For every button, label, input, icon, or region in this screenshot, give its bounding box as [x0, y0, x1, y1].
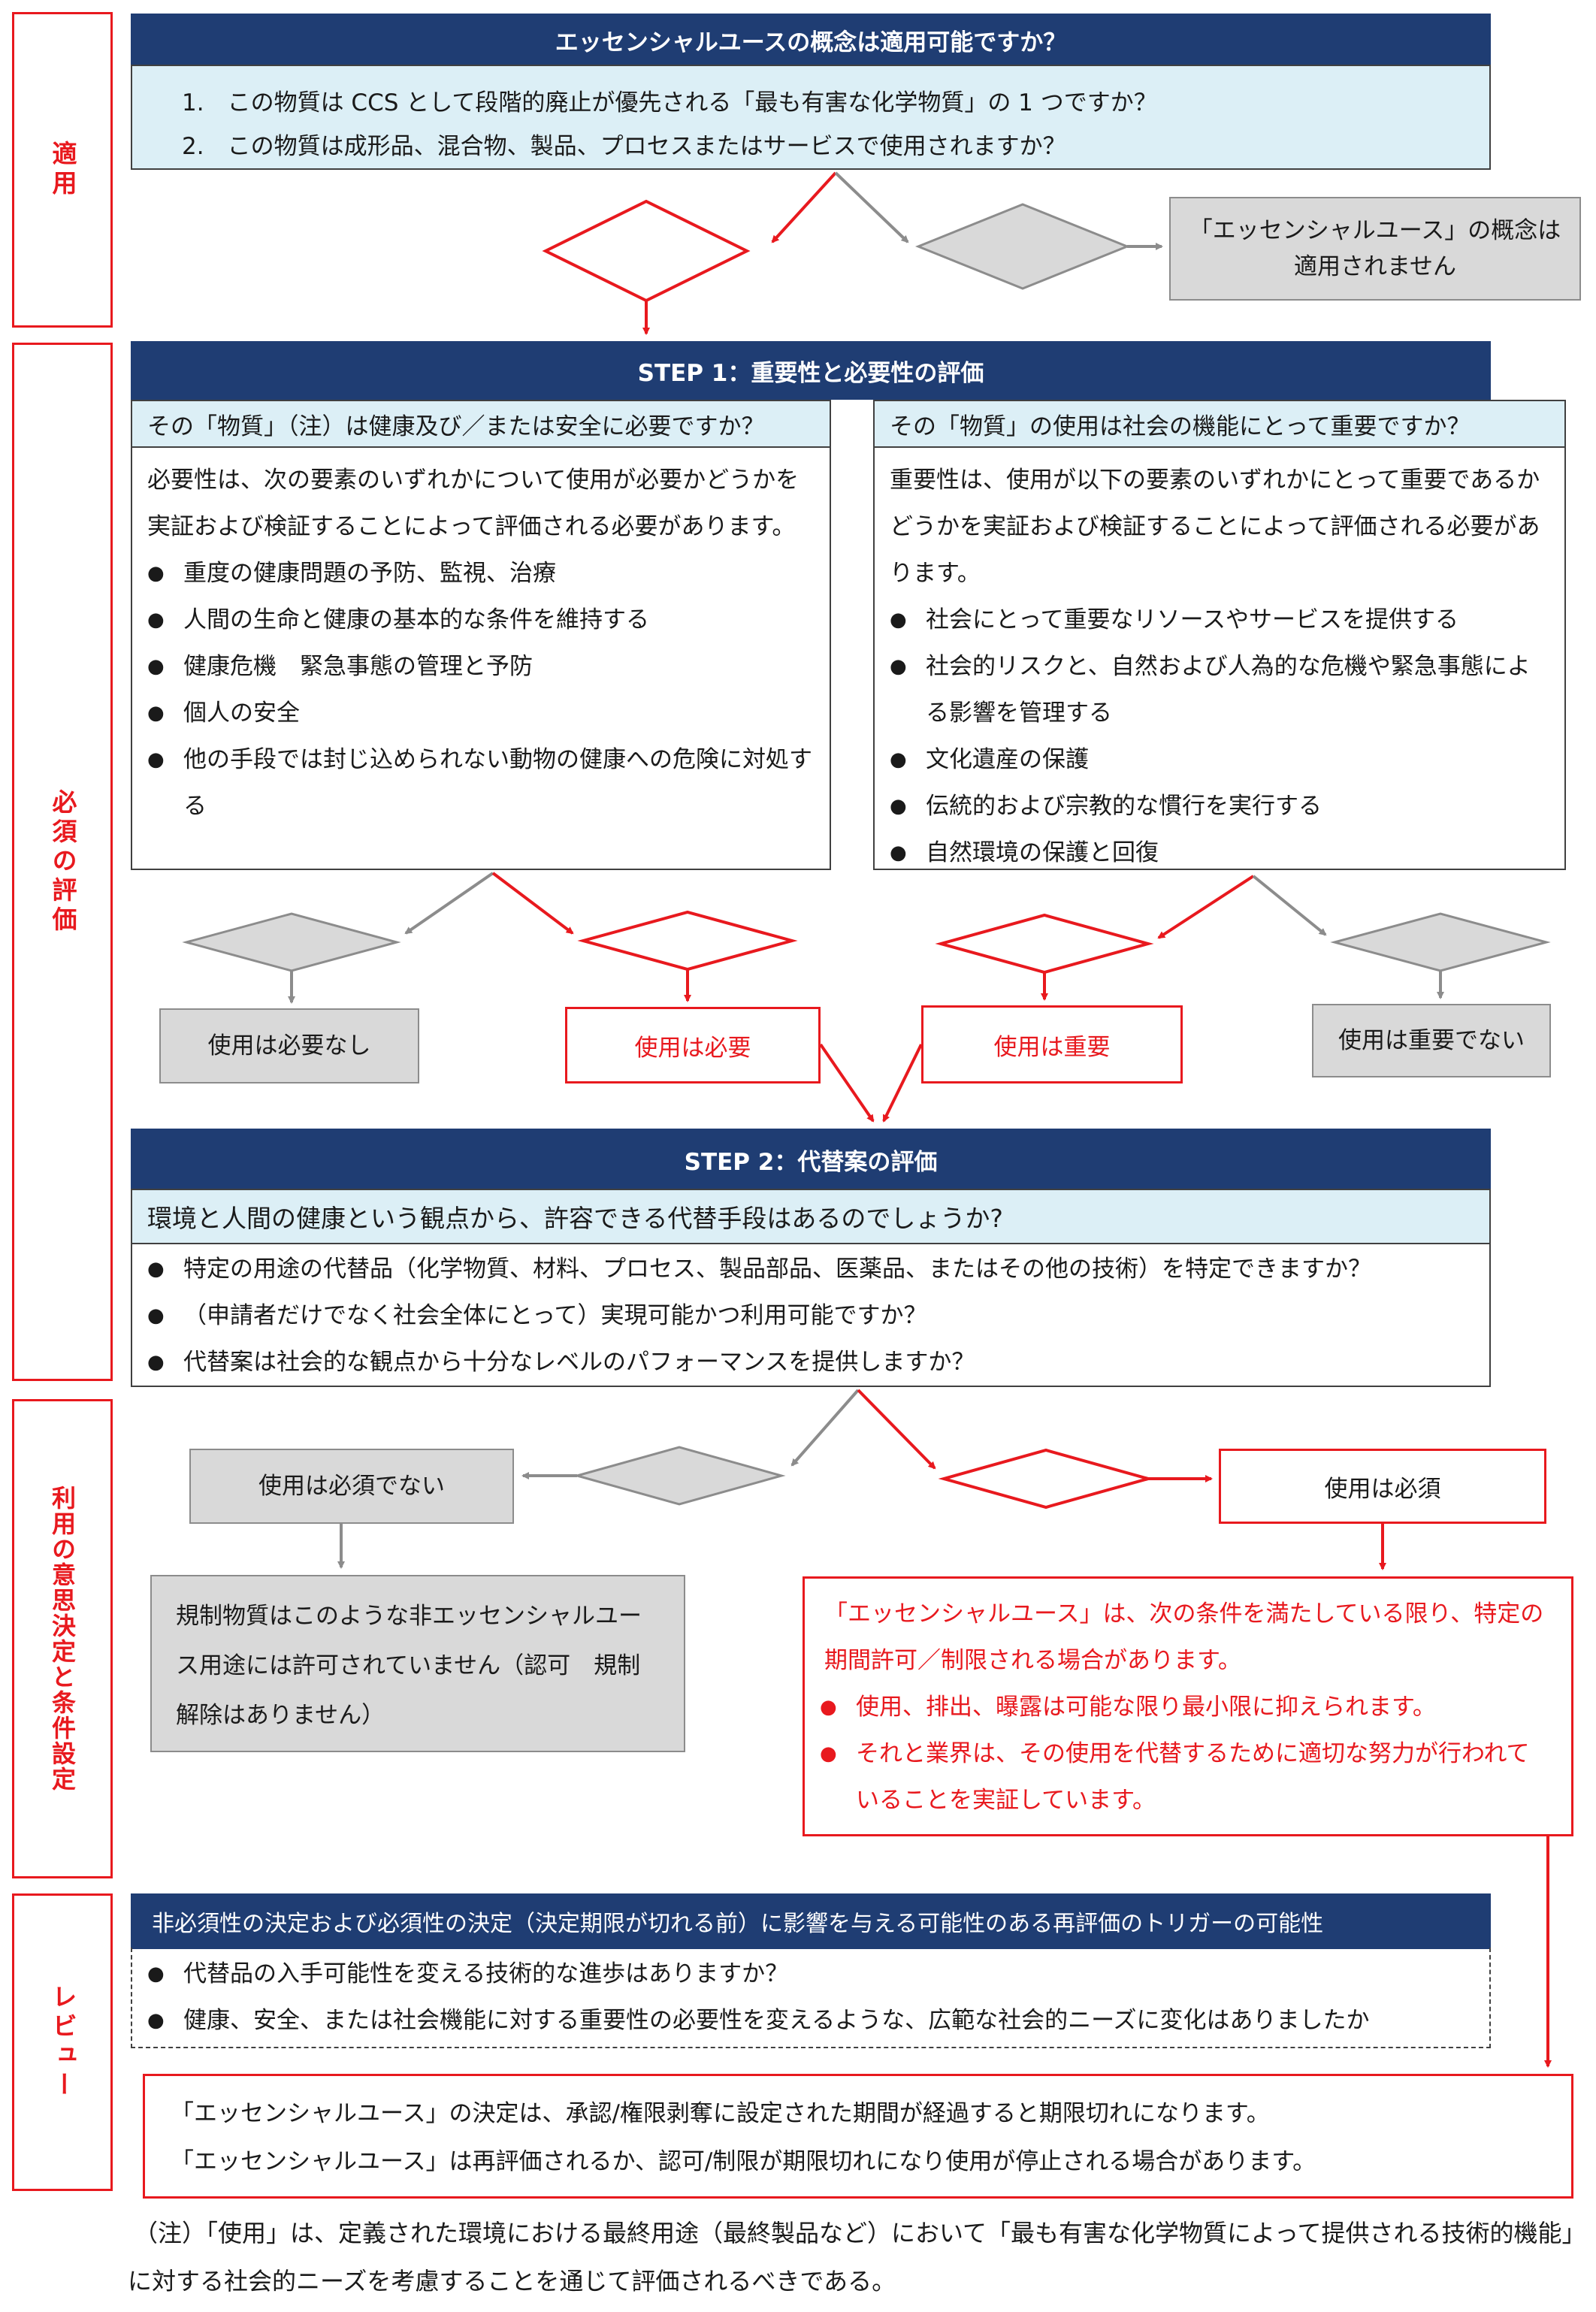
not-permitted-text: 規制物質はこのような非エッセンシャルユース用途には許可されていません（認可 規制… [176, 1603, 642, 1729]
result-not-important-text: 使用は重要でない [1338, 1026, 1525, 1054]
apply-no-label: No [1005, 233, 1041, 263]
review-body: 代替品の入手可能性を変える技術的な進歩はありますか？健康、安全、または社会機能に… [131, 1948, 1491, 2048]
step1-left-bullet-2: 人間の生命と健康の基本的な条件を維持する [132, 597, 815, 643]
step1-left-no-label: No [274, 927, 310, 957]
step2-yes-label: Yes [658, 1461, 700, 1491]
step1-right-bullet-4: 伝統的および宗教的な慣行を実行する [875, 783, 1549, 830]
apply-question-1: 1. この物質は CCS として段階的廃止が優先される「最も有害な化学物質」の … [182, 89, 1157, 116]
step1-right-bullet-3: 文化遺産の保護 [875, 736, 1549, 783]
step1-right-question-band: その「物質」の使用は社会の機能にとって重要ですか？ [873, 400, 1566, 448]
review-header: 非必須性の決定および必須性の決定（決定期限が切れる前）に影響を与える可能性のある… [131, 1893, 1491, 1949]
step1-left-body: 必要性は、次の要素のいずれかについて使用が必要かどうかを実証および検証することに… [131, 446, 831, 870]
step1-left-question: その「物質」（注）は健康及び／または安全に必要ですか？ [147, 413, 765, 440]
use-not-essential-box: 使用は必須でない [189, 1449, 514, 1524]
arrow-right-to-yes [1157, 875, 1255, 939]
section-label-essential-assessment: 必須の評価 [12, 343, 113, 1381]
step2-bullets: 特定の用途の代替品（化学物質、材料、プロセス、製品部品、医薬品、またはその他の技… [132, 1246, 1489, 1386]
result-not-necessary-text: 使用は必要なし [207, 1032, 371, 1059]
not-permitted-box: 規制物質はこのような非エッセンシャルユース用途には許可されていません（認可 規制… [150, 1575, 685, 1752]
arrow-step2-to-no [857, 1389, 936, 1470]
section-label-review: レビュー [12, 1893, 113, 2191]
step1-right-yes-label: Yes [1023, 929, 1066, 959]
arrow-apply-to-no [834, 171, 909, 243]
step1-left-intro: 必要性は、次の要素のいずれかについて使用が必要かどうかを実証および検証することに… [147, 467, 800, 540]
step2-question-band: 環境と人間の健康という観点から、許容できる代替手段はあるのでしょうか? [131, 1189, 1491, 1244]
step1-right-intro: 重要性は、使用が以下の要素のいずれかにとって重要であるかどうかを実証および検証す… [890, 467, 1540, 587]
result-important: 使用は重要 [921, 1005, 1183, 1083]
apply-questions: 1. この物質は CCS として段階的廃止が優先される「最も有害な化学物質」の … [131, 65, 1491, 170]
expiry-box: 「エッセンシャルユース」の決定は、承認/権限剥奪に設定された期間が経過すると期限… [143, 2074, 1573, 2199]
review-bullet-2: 健康、安全、または社会機能に対する重要性の必要性を変えるような、広範な社会的ニー… [132, 1997, 1489, 2044]
step1-header: STEP 1：重要性と必要性の評価 [131, 341, 1491, 400]
step1-right-bullet-2: 社会的リスクと、自然および人為的な危機や緊急事態による影響を管理する [875, 643, 1549, 736]
step1-right-no-label: No [1422, 927, 1458, 957]
step1-left-bullet-4: 個人の安全 [132, 690, 815, 736]
use-not-essential-text: 使用は必須でない [258, 1472, 445, 1500]
use-essential-text: 使用は必須 [1324, 1475, 1441, 1503]
step1-right-bullet-5: 自然環境の保護と回復 [875, 830, 1549, 876]
step1-right-body: 重要性は、使用が以下の要素のいずれかにとって重要であるかどうかを実証および検証す… [873, 446, 1566, 876]
arrow-apply-to-yes [771, 171, 837, 243]
result-important-text: 使用は重要 [993, 1033, 1111, 1061]
apply-header: エッセンシャルユースの概念は適用可能ですか？ [131, 14, 1491, 66]
section-label-essential-text: 必須の評価 [48, 788, 77, 935]
step2-body: 特定の用途の代替品（化学物質、材料、プロセス、製品部品、医薬品、またはその他の技… [131, 1243, 1491, 1387]
step2-no-label: No [1028, 1464, 1064, 1494]
result-necessary: 使用は必要 [565, 1007, 821, 1083]
step2-bullet-2: （申請者だけでなく社会全体にとって）実現可能かつ利用可能ですか？ [132, 1292, 1489, 1339]
section-label-apply: 適用 [12, 12, 113, 328]
review-bullet-1: 代替品の入手可能性を変える技術的な進歩はありますか？ [132, 1951, 1489, 1997]
arrow-necessary-to-step2 [819, 1043, 875, 1123]
expiry-line-2: 「エッセンシャルユース」は再評価されるか、認可/制限が期限切れになり使用が停止さ… [171, 2148, 1316, 2175]
not-applied-text: 「エッセンシャルユース」の概念は 適用されません [1189, 216, 1561, 280]
expiry-line-1: 「エッセンシャルユース」の決定は、承認/権限剥奪に設定された期間が経過すると期限… [171, 2100, 1270, 2127]
result-necessary-text: 使用は必要 [634, 1034, 751, 1062]
conditions-box: 「エッセンシャルユース」は、次の条件を満たしている限り、特定の期間許可／制限され… [803, 1576, 1573, 1836]
conditions-intro: 「エッセンシャルユース」は、次の条件を満たしている限り、特定の期間許可／制限され… [824, 1600, 1544, 1674]
apply-question-2: 2. この物質は成形品、混合物、製品、プロセスまたはサービスで使用されますか？ [182, 133, 1066, 160]
result-not-important: 使用は重要でない [1312, 1004, 1551, 1077]
step2-bullet-1: 特定の用途の代替品（化学物質、材料、プロセス、製品部品、医薬品、またはその他の技… [132, 1246, 1489, 1292]
step1-left-yes-label: Yes [667, 926, 709, 956]
section-label-review-text: レビュー [48, 1984, 77, 2101]
conditions-bullets: 使用、排出、曝露は可能な限り最小限に抑えられます。それと業界は、その使用を代替す… [805, 1684, 1549, 1824]
step1-left-bullet-1: 重度の健康問題の予防、監視、治療 [132, 550, 815, 597]
result-not-necessary: 使用は必要なし [159, 1008, 419, 1083]
use-essential-box: 使用は必須 [1219, 1449, 1546, 1524]
arrow-left-to-no [404, 872, 494, 935]
step2-question: 環境と人間の健康という観点から、許容できる代替手段はあるのでしょうか? [147, 1204, 1003, 1233]
step1-left-bullet-3: 健康危機 緊急事態の管理と予防 [132, 643, 815, 690]
arrow-important-to-step2 [882, 1044, 923, 1123]
footnote-text: （注）「使用」は、定義された環境における最終用途（最終製品など）において「最も有… [128, 2219, 1574, 2295]
step1-left-question-band: その「物質」（注）は健康及び／または安全に必要ですか？ [131, 400, 831, 448]
review-bullets: 代替品の入手可能性を変える技術的な進歩はありますか？健康、安全、または社会機能に… [132, 1951, 1489, 2044]
arrow-right-to-no [1252, 875, 1327, 936]
step1-left-bullets: 重度の健康問題の予防、監視、治療人間の生命と健康の基本的な条件を維持する健康危機… [132, 550, 815, 830]
section-label-decision-text: 利用の意思決定と条件設定 [48, 1485, 77, 1792]
step1-left-bullet-5: 他の手段では封じ込められない動物の健康への危険に対処する [132, 736, 815, 830]
step1-right-question: その「物質」の使用は社会の機能にとって重要ですか？ [890, 413, 1471, 440]
step1-right-bullets: 社会にとって重要なリソースやサービスを提供する社会的リスクと、自然および人為的な… [875, 597, 1549, 876]
arrow-step2-to-yes [790, 1389, 860, 1467]
step1-right-bullet-1: 社会にとって重要なリソースやサービスを提供する [875, 597, 1549, 643]
footnote: （注）「使用」は、定義された環境における最終用途（最終製品など）において「最も有… [128, 2209, 1585, 2307]
section-label-decision: 利用の意思決定と条件設定 [12, 1399, 113, 1878]
apply-yes-label: Yes [625, 236, 667, 266]
step2-bullet-3: 代替案は社会的な観点から十分なレベルのパフォーマンスを提供しますか？ [132, 1339, 1489, 1386]
not-applied-box: 「エッセンシャルユース」の概念は 適用されません [1169, 197, 1581, 301]
condition-bullet-2: それと業界は、その使用を代替するために適切な努力が行われていることを実証していま… [805, 1730, 1549, 1824]
section-label-apply-text: 適用 [48, 141, 77, 199]
condition-bullet-1: 使用、排出、曝露は可能な限り最小限に抑えられます。 [805, 1684, 1549, 1730]
arrow-left-to-yes [491, 872, 574, 935]
step2-header: STEP 2：代替案の評価 [131, 1129, 1491, 1190]
